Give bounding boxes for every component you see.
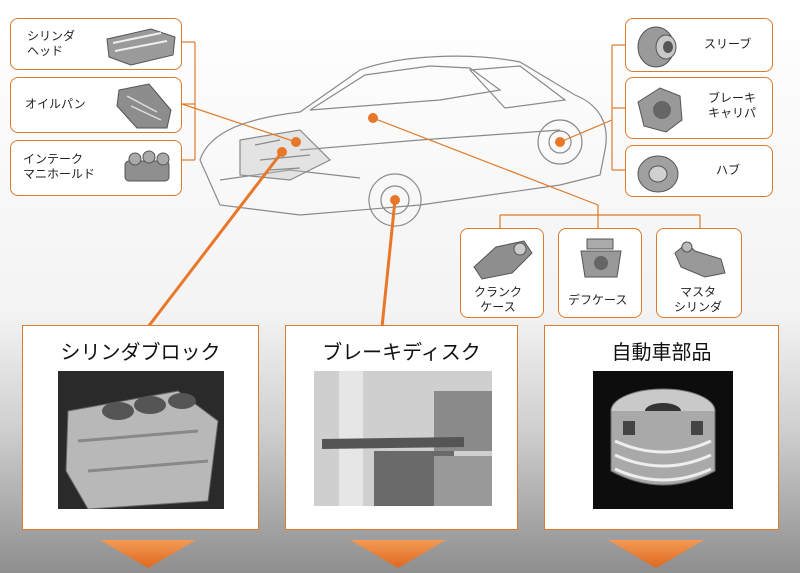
featured-title: 自動車部品 [611,340,712,364]
part-box-brake-caliper[interactable]: ブレーキ キャリパ [625,77,773,139]
cylinder-block-photo [58,371,224,509]
connector-lines [181,41,701,228]
part-label: デフケース [568,293,628,307]
car-illustration [199,55,607,227]
cylinder-head-icon [106,28,176,66]
sleeve-icon [637,26,677,68]
part-label: スリーブ [704,37,752,51]
down-arrows [100,540,704,568]
part-box-sleeve[interactable]: スリーブ [625,18,773,72]
part-label: クランク ケース [474,285,523,314]
part-label: インテーク マニホールド [23,152,96,181]
connection-dots [277,113,565,205]
down-arrow-icon [608,540,704,568]
auto-part-illustration [593,371,733,509]
part-label: シリンダ ヘッド [27,29,76,58]
auto-part-photo [593,371,733,509]
hub-icon [637,155,679,193]
part-box-hub[interactable]: ハブ [625,145,773,197]
down-arrow-icon [350,540,446,568]
part-box-intake-manifold[interactable]: インテーク マニホールド [10,140,182,196]
brake-disc-illustration [314,371,492,506]
diff-case-icon [580,238,622,278]
part-box-master-cylinder[interactable]: マスタ シリンダ [656,228,742,318]
featured-title: ブレーキディスク [322,340,481,364]
featured-box-cylinder-block[interactable]: シリンダブロック [22,325,259,530]
cylinder-block-illustration [65,390,219,509]
featured-box-auto-part[interactable]: 自動車部品 [544,325,779,530]
part-label: ブレーキ キャリパ [708,91,757,120]
brake-caliper-icon [637,87,683,133]
featured-title: シリンダブロック [60,340,221,364]
master-cylinder-icon [674,241,726,278]
down-arrow-icon [100,540,196,568]
feature-lines [146,151,397,328]
part-box-cylinder-head[interactable]: シリンダ ヘッド [10,18,182,70]
oil-pan-icon [116,83,172,129]
part-label: オイルパン [25,97,86,111]
part-label: マスタ シリンダ [674,285,723,314]
part-label: ハブ [716,163,741,177]
brake-disc-photo [314,371,492,506]
part-box-crank-case[interactable]: クランク ケース [460,228,544,318]
part-box-oil-pan[interactable]: オイルパン [10,77,182,133]
part-box-diff-case[interactable]: デフケース [558,228,642,318]
crank-case-icon [473,240,533,280]
featured-box-brake-disc[interactable]: ブレーキディスク [285,325,518,530]
intake-manifold-icon [124,150,170,182]
